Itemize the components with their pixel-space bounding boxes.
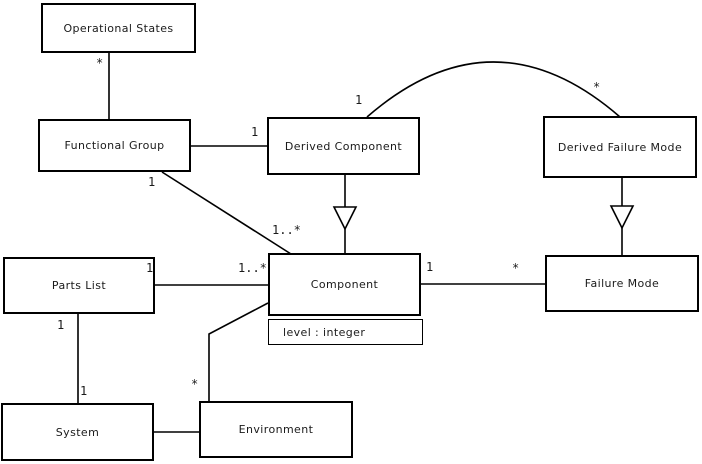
multiplicity-label: * [512, 261, 520, 275]
class-label: Parts List [51, 279, 107, 292]
multiplicity-label: 1 [80, 384, 88, 398]
generalization-triangle-icon [609, 205, 635, 230]
class-label: System [55, 425, 100, 439]
multiplicity-label: 1 [57, 318, 65, 332]
edge-functionalgroup-component [161, 171, 292, 255]
class-node-environment: Environment [199, 401, 353, 458]
class-label: Derived Failure Mode [557, 140, 683, 154]
class-node-operational-states: Operational States [41, 3, 196, 53]
class-node-parts-list: Parts List [3, 257, 155, 314]
class-node-system: System [1, 403, 154, 461]
class-node-derived-failure-mode: Derived Failure Mode [543, 116, 697, 178]
multiplicity-label: * [593, 80, 601, 94]
class-node-derived-component: Derived Component [267, 117, 420, 175]
multiplicity-label: 1..* [272, 223, 301, 237]
class-label: Environment [238, 423, 314, 436]
multiplicity-label: 1 [426, 260, 434, 274]
class-attribute-compartment-component: level : integer [268, 319, 423, 345]
multiplicity-label: 1 [355, 93, 363, 107]
multiplicity-label: 1 [148, 175, 156, 189]
multiplicity-label: * [96, 56, 104, 70]
generalization-triangle-icon [332, 206, 358, 231]
edge-derivedcomponent-derivedfailuremode-arc [366, 61, 621, 118]
class-node-component: Component [268, 253, 421, 316]
class-node-failure-mode: Failure Mode [545, 255, 699, 312]
multiplicity-label: * [191, 377, 199, 391]
class-label: Failure Mode [584, 277, 660, 290]
class-label: Operational States [63, 21, 174, 35]
class-label: Functional Group [64, 139, 165, 152]
edge-component-environment [208, 302, 269, 401]
class-label: Derived Component [284, 139, 403, 153]
multiplicity-label: 1..* [238, 261, 267, 275]
class-attribute: level : integer [283, 325, 366, 339]
multiplicity-label: 1 [146, 261, 154, 275]
class-node-functional-group: Functional Group [38, 119, 191, 172]
multiplicity-label: 1 [251, 125, 259, 139]
class-label: Component [310, 278, 379, 291]
